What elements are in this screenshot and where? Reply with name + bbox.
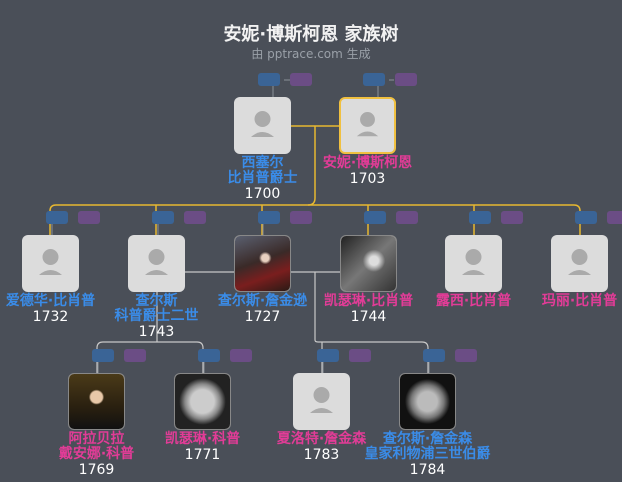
- person-card[interactable]: [174, 373, 231, 430]
- person-name: 凯瑟琳·科普: [164, 431, 241, 447]
- person-placeholder-icon: [341, 99, 394, 152]
- birth-year: 1727: [244, 309, 281, 325]
- person-card[interactable]: [128, 235, 185, 292]
- father-link-button[interactable]: [152, 211, 174, 224]
- person-card[interactable]: [445, 235, 502, 292]
- mother-link-button[interactable]: [501, 211, 523, 224]
- person-name: 戴安娜·科普: [58, 446, 135, 462]
- father-link-button[interactable]: [317, 349, 339, 362]
- father-link-button[interactable]: [258, 211, 280, 224]
- portrait-photo: [400, 374, 455, 429]
- father-link-button[interactable]: [423, 349, 445, 362]
- descent-line: [49, 126, 316, 235]
- mother-link-button[interactable]: [349, 349, 371, 362]
- father-link-button[interactable]: [575, 211, 597, 224]
- mother-link-button[interactable]: [396, 211, 418, 224]
- person-placeholder-icon: [234, 97, 291, 154]
- page-title: 安妮·博斯柯恩 家族树: [223, 24, 399, 45]
- portrait-photo: [235, 236, 290, 291]
- birth-year: 1744: [350, 309, 387, 325]
- person-placeholder-icon: [128, 235, 185, 292]
- birth-year: 1703: [349, 171, 386, 187]
- father-link-button[interactable]: [258, 73, 280, 86]
- person-name: 查尔斯·詹金森: [382, 431, 473, 447]
- mother-link-button[interactable]: [455, 349, 477, 362]
- person-name: 阿拉贝拉: [68, 431, 125, 447]
- father-link-button[interactable]: [364, 211, 386, 224]
- birth-year: 1784: [409, 462, 446, 478]
- person-placeholder-icon: [445, 235, 502, 292]
- portrait-photo: [69, 374, 124, 429]
- birth-year: 1771: [184, 447, 221, 463]
- person-placeholder-icon: [22, 235, 79, 292]
- person-name: 比肖普爵士: [227, 170, 298, 186]
- person-card[interactable]: [551, 235, 608, 292]
- birth-year: 1743: [138, 324, 175, 340]
- person-placeholder-icon: [551, 235, 608, 292]
- person-label[interactable]: 玛丽·比肖普: [515, 294, 622, 309]
- person-name: 夏洛特·詹金森: [276, 431, 367, 447]
- person-name: 查尔斯: [135, 293, 178, 309]
- descent-line: [308, 204, 581, 235]
- person-card[interactable]: [399, 373, 456, 430]
- birth-year: 1700: [244, 186, 281, 202]
- person-card[interactable]: [22, 235, 79, 292]
- father-link-button[interactable]: [46, 211, 68, 224]
- person-card[interactable]: [339, 97, 396, 154]
- mother-link-button[interactable]: [290, 73, 312, 86]
- person-name: 西塞尔: [241, 155, 284, 171]
- mother-link-button[interactable]: [230, 349, 252, 362]
- person-name: 科普爵士二世: [114, 308, 199, 324]
- person-card[interactable]: [293, 373, 350, 430]
- person-placeholder-icon: [293, 373, 350, 430]
- mother-link-button[interactable]: [184, 211, 206, 224]
- person-card[interactable]: [68, 373, 125, 430]
- portrait-photo: [175, 374, 230, 429]
- father-link-button[interactable]: [92, 349, 114, 362]
- father-link-button[interactable]: [469, 211, 491, 224]
- person-name: 凯瑟琳·比肖普: [323, 293, 414, 309]
- mother-link-button[interactable]: [607, 211, 622, 224]
- mother-link-button[interactable]: [78, 211, 100, 224]
- portrait-photo: [341, 236, 396, 291]
- mother-link-button[interactable]: [395, 73, 417, 86]
- father-link-button[interactable]: [363, 73, 385, 86]
- person-card[interactable]: [340, 235, 397, 292]
- page-subtitle: 由 pptrace.com 生成: [251, 47, 371, 61]
- father-link-button[interactable]: [198, 349, 220, 362]
- person-card[interactable]: [234, 235, 291, 292]
- person-label[interactable]: 露西·比肖普: [409, 294, 539, 309]
- person-name: 安妮·博斯柯恩: [322, 155, 413, 171]
- person-name: 皇家利物浦三世伯爵: [364, 446, 491, 462]
- person-name: 爱德华·比肖普: [5, 293, 96, 309]
- person-name: 查尔斯·詹金逊: [217, 293, 308, 309]
- mother-link-button[interactable]: [290, 211, 312, 224]
- birth-year: 1732: [32, 309, 69, 325]
- birth-year: 1769: [78, 462, 115, 478]
- birth-year: 1783: [303, 447, 340, 463]
- person-name: 露西·比肖普: [435, 293, 512, 309]
- person-name: 玛丽·比肖普: [541, 293, 618, 309]
- mother-link-button[interactable]: [124, 349, 146, 362]
- person-card[interactable]: [234, 97, 291, 154]
